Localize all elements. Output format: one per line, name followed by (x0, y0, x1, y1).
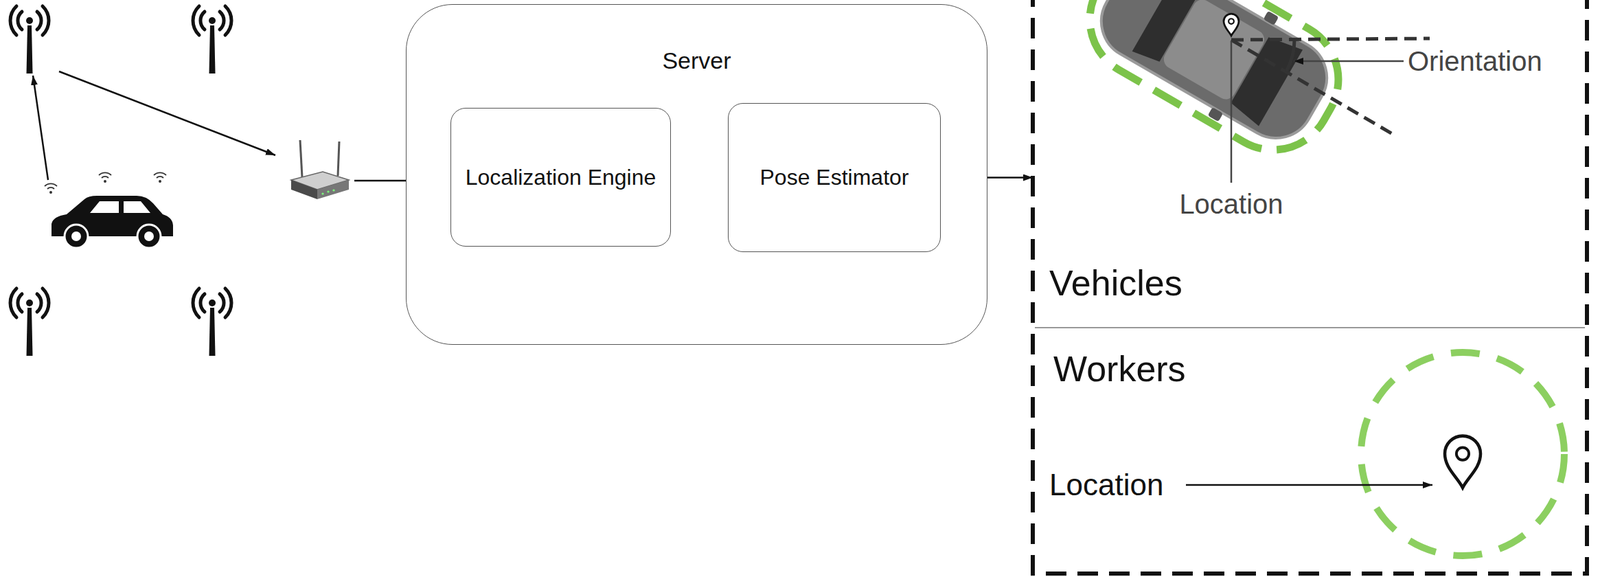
box-label: Pose Estimator (760, 164, 910, 191)
car-hub (144, 231, 154, 242)
wifi-icon (44, 183, 57, 194)
panel-divider (1034, 326, 1585, 329)
antenna-icon (192, 6, 232, 74)
worker-zone (1361, 352, 1565, 556)
antenna-icon (192, 288, 232, 356)
router-led (321, 192, 324, 195)
box-label: Server (406, 4, 987, 75)
antenna-icon (10, 6, 49, 74)
wifi-icon (98, 172, 112, 183)
orientation-label: Orientation (1407, 45, 1543, 77)
vehicle-body (1087, 0, 1341, 152)
antenna-icon (10, 288, 49, 356)
location-label: Location (1179, 188, 1283, 220)
panel-heading: Workers (1053, 348, 1186, 391)
router-icon (291, 140, 349, 200)
heading-axis (1231, 39, 1397, 136)
signal-arrow (32, 75, 49, 180)
router-led (326, 190, 329, 193)
router-led (332, 188, 335, 191)
car-window (89, 201, 151, 213)
car-wheel (137, 224, 161, 248)
vehicle-footprint (1068, 0, 1360, 171)
location-label: Location (1049, 467, 1164, 503)
router-front (291, 179, 318, 200)
car-icon (44, 172, 174, 248)
box-label: Localization Engine (465, 164, 657, 191)
process-box: Pose Estimator (727, 103, 941, 253)
reference-axis (1231, 38, 1430, 40)
router-antenna (300, 140, 303, 178)
output-panel: Workers (1032, 327, 1587, 574)
leader-line (1230, 41, 1233, 183)
car-wheel (64, 224, 88, 248)
location-pin (1444, 436, 1481, 488)
panel-heading: Vehicles (1049, 263, 1183, 305)
vehicle-mirror (1263, 10, 1280, 26)
wifi-icon (153, 172, 167, 183)
vehicle-mirror (1207, 107, 1224, 122)
location-pin (1223, 13, 1239, 36)
router-antenna (337, 141, 340, 176)
leader-line (1185, 484, 1433, 487)
process-box: Localization Engine (450, 107, 671, 247)
signal-arrow (59, 71, 276, 156)
car-hub (71, 231, 82, 242)
router-side (317, 179, 349, 200)
vehicle-top-view (1068, 0, 1360, 171)
server-box: ServerLocalization Engine Pose Estimator (405, 4, 988, 345)
leader-line (1293, 60, 1404, 63)
orientation-arc (1286, 39, 1295, 72)
